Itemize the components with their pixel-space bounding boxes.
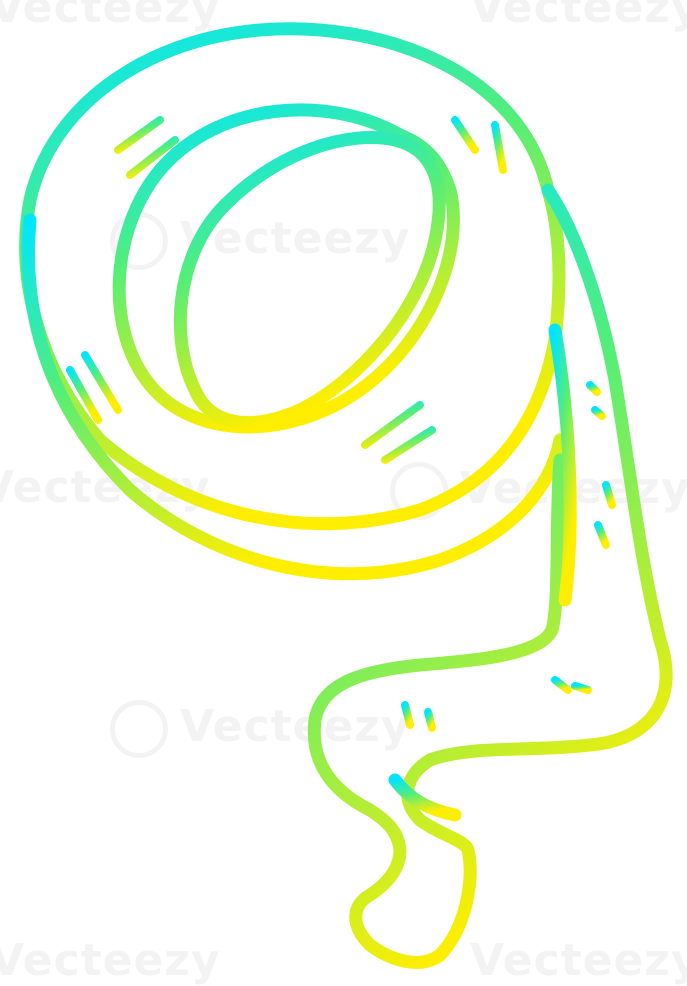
shading-strip-7 [401, 701, 414, 729]
shading-strip-3 [602, 481, 616, 509]
tape-strip-inner [548, 323, 577, 607]
tape-outer-ring [19, 22, 566, 531]
shading-strip-1 [586, 381, 601, 396]
shading-left-2 [81, 351, 122, 414]
tape-strip-fold [388, 773, 462, 822]
shading-top-right-1 [451, 116, 479, 154]
tape-strip-outer [307, 183, 673, 969]
shading-top-left-1 [114, 116, 164, 154]
shading-left-1 [66, 366, 102, 424]
shading-top-right-2 [491, 121, 507, 174]
shading-strip-6 [571, 682, 592, 694]
tape-roll-side [21, 213, 567, 581]
shading-top-left-2 [126, 136, 179, 179]
tape-inner-ring [112, 103, 460, 434]
shading-strip-8 [424, 708, 436, 732]
shading-bottom-2 [381, 426, 436, 464]
shading-bottom-1 [361, 401, 424, 449]
shading-strip-5 [551, 676, 572, 694]
tape-core-hole [173, 131, 446, 429]
shading-strip-2 [591, 406, 606, 420]
shading-strip-4 [594, 521, 610, 549]
